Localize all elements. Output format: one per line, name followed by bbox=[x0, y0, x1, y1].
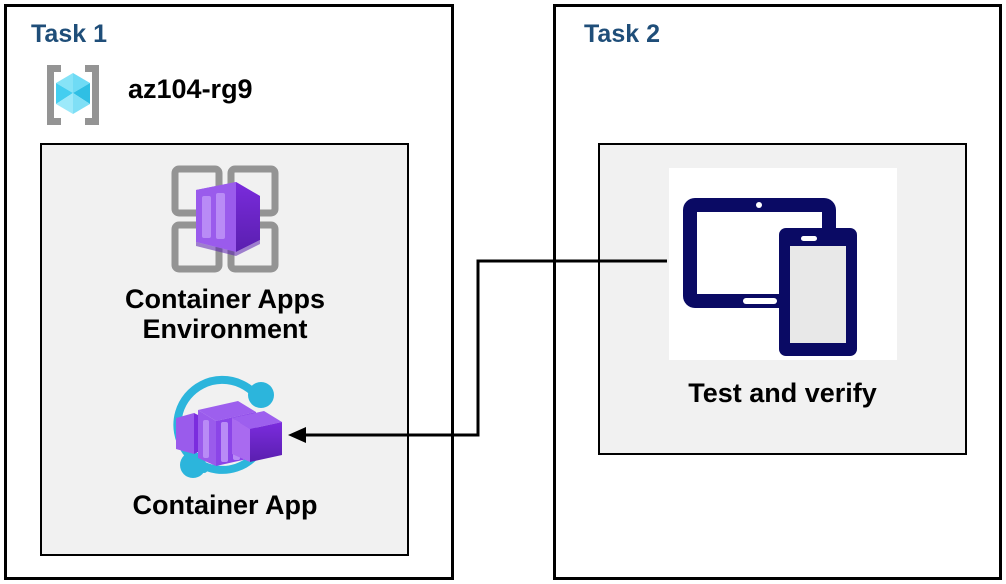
resource-group-label: az104-rg9 bbox=[128, 74, 253, 104]
resource-group-icon bbox=[36, 58, 110, 132]
task-2-title: Task 2 bbox=[584, 20, 660, 48]
node-container-app[interactable]: Container App bbox=[60, 370, 390, 520]
container-apps-environment-label: Container Apps Environment bbox=[124, 284, 325, 345]
task-1-title: Task 1 bbox=[31, 20, 107, 48]
test-devices-icon bbox=[668, 168, 897, 360]
container-apps-environment-icon bbox=[166, 160, 284, 278]
node-container-apps-environment[interactable]: Container Apps Environment bbox=[60, 160, 390, 344]
resource-group-row: az104-rg9 bbox=[36, 58, 366, 132]
node-test-and-verify[interactable]: Test and verify bbox=[610, 168, 955, 408]
container-app-icon bbox=[160, 370, 290, 488]
container-app-label: Container App bbox=[132, 490, 318, 520]
test-and-verify-label: Test and verify bbox=[688, 378, 877, 408]
